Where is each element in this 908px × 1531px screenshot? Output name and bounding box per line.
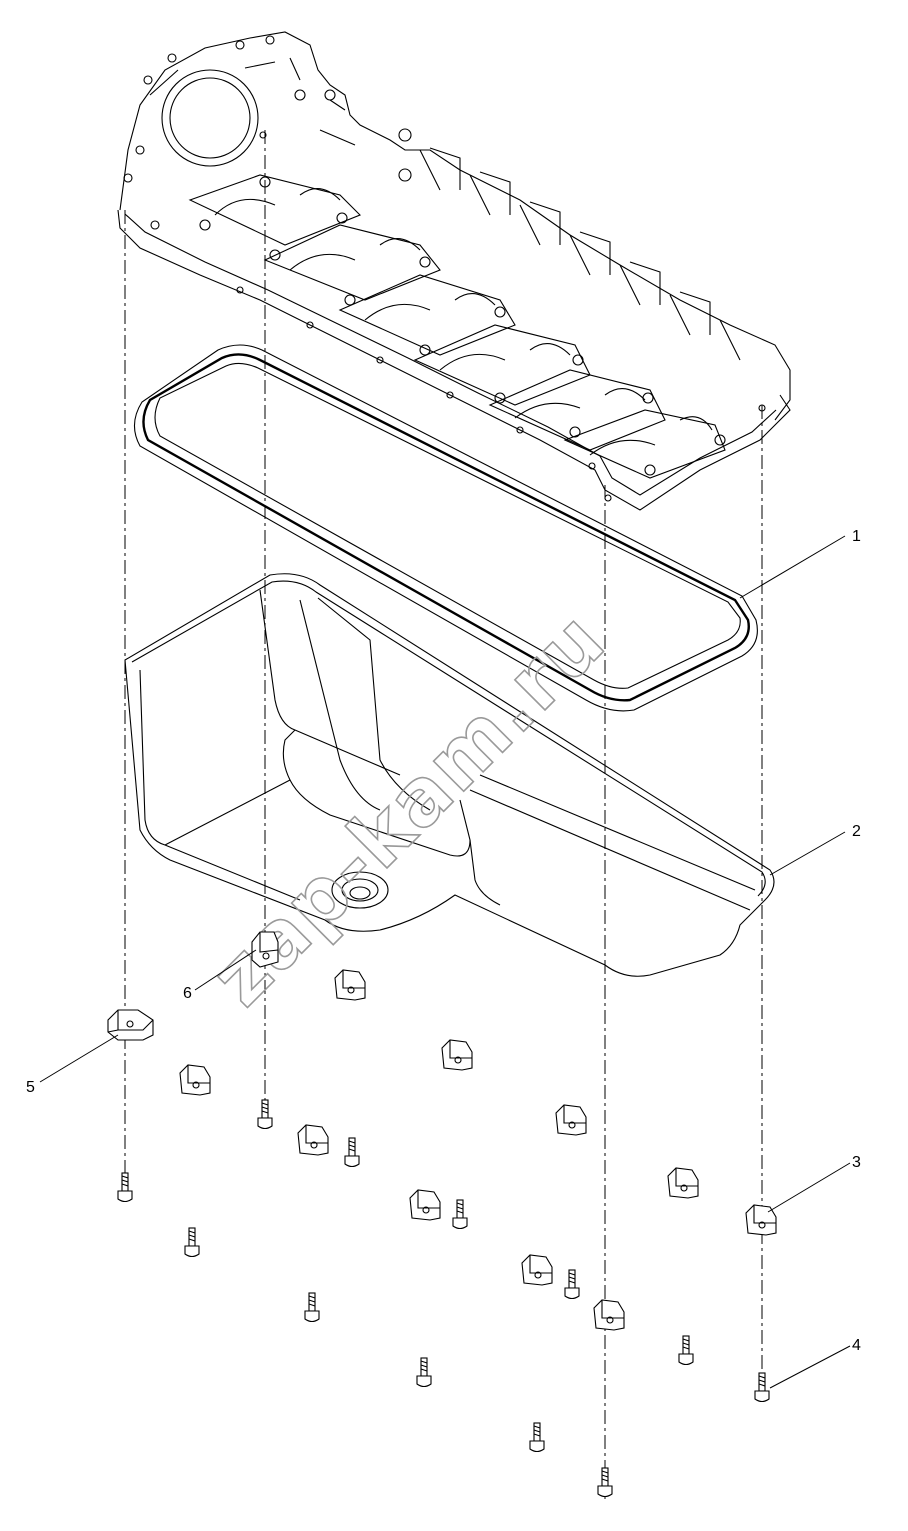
clamp-plate [409, 1189, 441, 1221]
callout-1: 1 [852, 528, 861, 545]
bolt [597, 1467, 613, 1498]
bearing-bays [188, 174, 726, 479]
callout-labels: 1 2 3 4 5 6 [26, 528, 861, 1354]
clamp-plate [297, 1124, 329, 1156]
callout-4: 4 [852, 1337, 861, 1354]
bolt [452, 1199, 468, 1230]
callout-3: 3 [852, 1154, 861, 1171]
callout-6: 6 [183, 985, 192, 1002]
clamp-plates [107, 931, 777, 1331]
flange-holes [150, 131, 766, 502]
clamp-plate [251, 931, 279, 968]
clamp-plate [745, 1204, 777, 1236]
bolt [344, 1137, 360, 1168]
clamp-plate [334, 969, 366, 1001]
bolt [257, 1099, 273, 1130]
bolt [416, 1357, 432, 1388]
clamp-plate [107, 1009, 154, 1041]
bolt [529, 1422, 545, 1453]
bolt [304, 1292, 320, 1323]
clamp-plate [179, 1064, 211, 1096]
oil-pan [124, 573, 775, 977]
clamp-plate [521, 1254, 553, 1286]
clamp-plate [593, 1299, 625, 1331]
bolt [678, 1335, 694, 1366]
clamp-plate [555, 1104, 587, 1136]
clamp-plate [441, 1039, 473, 1071]
engine-block [117, 31, 791, 511]
bolts [117, 1099, 770, 1498]
callout-2: 2 [852, 823, 861, 840]
oil-pan-gasket [133, 344, 758, 712]
callout-leaders [39, 535, 851, 1389]
drain-plug [331, 871, 389, 909]
bolt [117, 1172, 133, 1203]
callout-5: 5 [26, 1079, 35, 1096]
clamp-plate [667, 1167, 699, 1199]
bolt [184, 1227, 200, 1258]
bolt [754, 1372, 770, 1403]
bolt [564, 1269, 580, 1300]
